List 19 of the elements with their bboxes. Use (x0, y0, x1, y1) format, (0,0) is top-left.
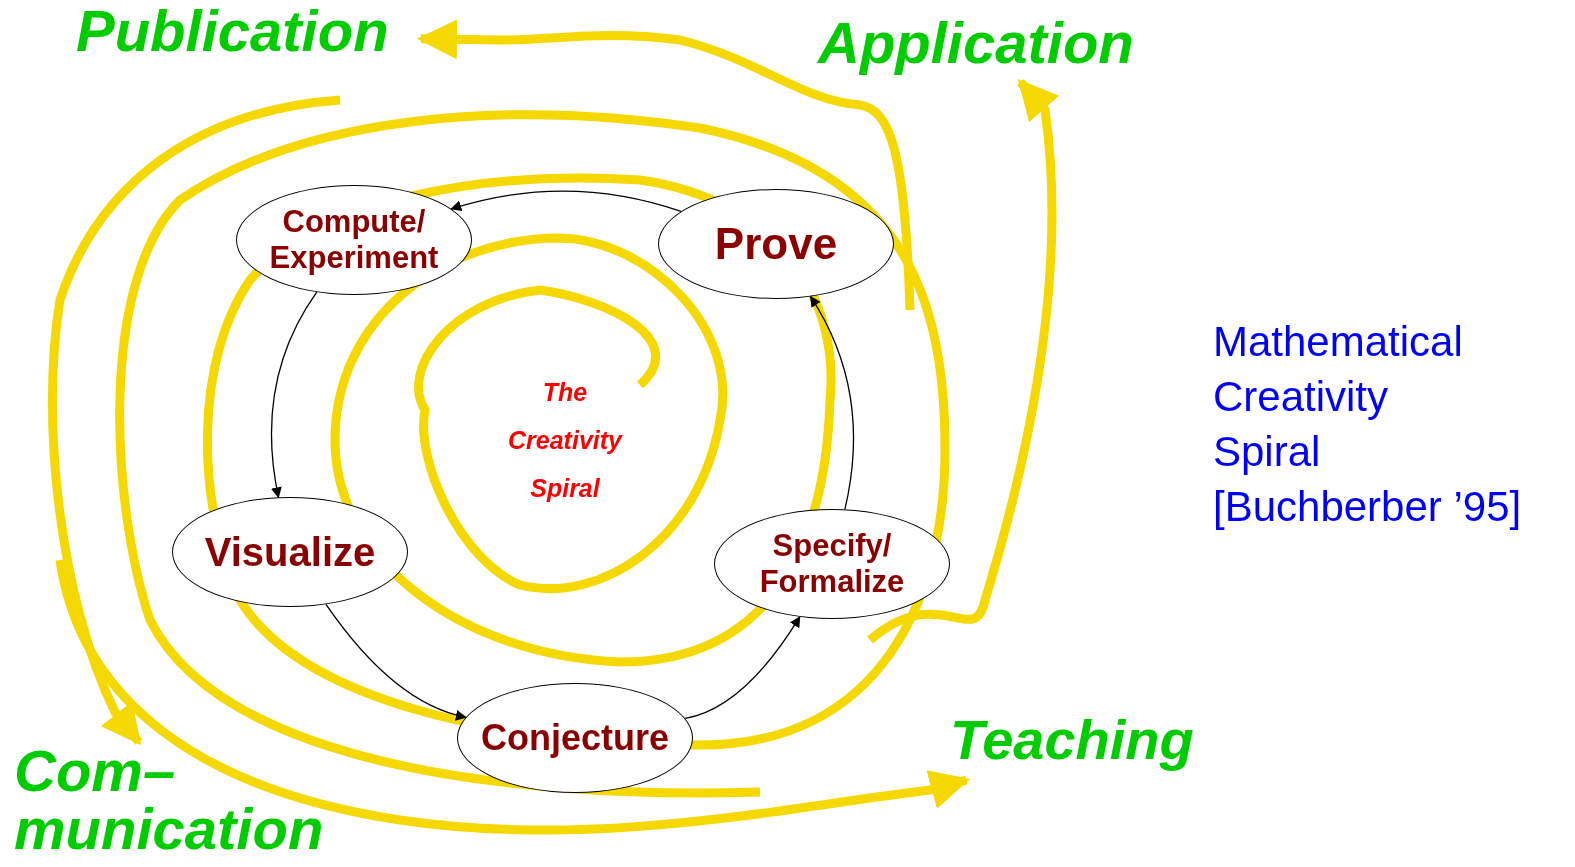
step-ellipse: Prove (658, 189, 894, 299)
caption: Mathematical Creativity Spiral (1213, 317, 1464, 477)
spiral-arrow (55, 559, 971, 835)
arrow (684, 615, 801, 720)
arrow (325, 603, 467, 721)
spiral-arrow (417, 19, 915, 311)
step-ellipse: Conjecture (457, 683, 693, 793)
citation: [Buchberber ’95] (1213, 482, 1522, 532)
step-ellipse: Specify/ Formalize (714, 509, 950, 619)
spiral-arrow (867, 79, 1060, 644)
spiral-arrow (48, 95, 341, 746)
step-ellipse: Compute/ Experiment (236, 185, 472, 295)
center-label: The Creativity Spiral (507, 377, 624, 504)
step-ellipse: Visualize (172, 497, 408, 607)
stage-label: Publication (76, 2, 421, 60)
arrow (809, 295, 855, 510)
arrow (450, 190, 682, 212)
stage-label: Com– munication (14, 742, 359, 858)
arrow (270, 291, 318, 499)
